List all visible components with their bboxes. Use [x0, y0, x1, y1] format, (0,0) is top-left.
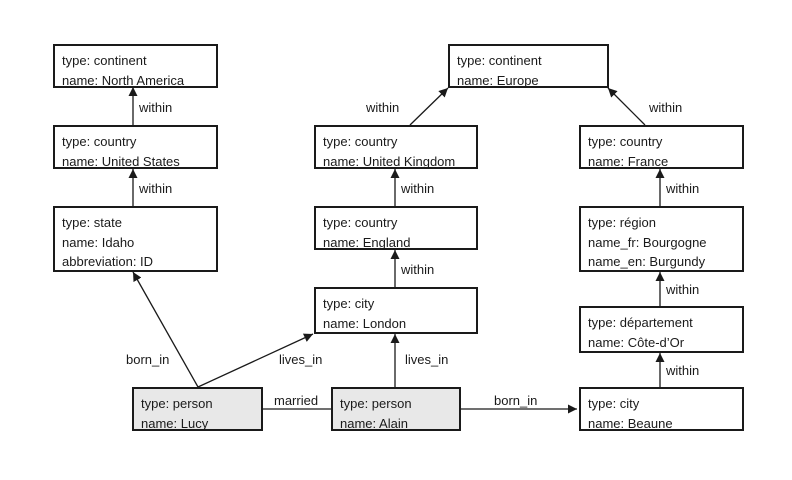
label-bourgogne-within: within	[666, 181, 700, 196]
edge-lucy-lives-in-london	[197, 333, 314, 388]
node-type: type: person	[141, 396, 213, 411]
label-alain-lives-in: lives_in	[405, 352, 449, 367]
node-cote-dor: type: département name: Côte-d’Or	[579, 306, 744, 353]
node-type: type: state	[62, 215, 122, 230]
node-name: name: Côte-d’Or	[588, 334, 685, 350]
node-idaho: type: state name: Idaho abbreviation: ID	[53, 206, 218, 272]
node-type: type: country	[588, 134, 663, 149]
label-idaho-within: within	[139, 181, 173, 196]
node-type: type: country	[323, 215, 398, 230]
node-name-fr: name_fr: Bourgogne	[588, 234, 707, 250]
label-alain-born-in: born_in	[494, 393, 538, 408]
node-name: name: Europe	[457, 72, 539, 88]
node-type: type: département	[588, 315, 693, 330]
label-beaune-within: within	[666, 363, 700, 378]
node-name: name: London	[323, 315, 407, 331]
node-name: name: England	[323, 234, 411, 250]
node-name: name: United States	[62, 153, 180, 169]
label-cotedor-within: within	[666, 282, 700, 297]
label-married: married	[274, 393, 319, 408]
node-type: type: country	[62, 134, 137, 149]
node-name-en: name_en: Burgundy	[588, 254, 706, 269]
node-england: type: country name: England	[314, 206, 478, 250]
node-type: type: city	[323, 296, 375, 311]
node-bourgogne: type: région name_fr: Bourgogne name_en:…	[579, 206, 744, 272]
node-name: name: Idaho	[62, 234, 135, 250]
edge-france-within-europe	[607, 87, 646, 126]
node-alain: type: person name: Alain	[331, 387, 461, 431]
node-france: type: country name: France	[579, 125, 744, 169]
node-lucy: type: person name: Lucy	[132, 387, 263, 431]
node-type: type: city	[588, 396, 640, 411]
node-abbreviation: abbreviation: ID	[62, 254, 154, 269]
node-name: name: Beaune	[588, 415, 673, 431]
node-name: name: North America	[62, 72, 185, 88]
node-london: type: city name: London	[314, 287, 478, 334]
node-type: type: région	[588, 215, 656, 230]
node-name: name: Lucy	[141, 415, 209, 431]
label-lucy-lives-in: lives_in	[279, 352, 323, 367]
label-uk-within: within	[366, 100, 400, 115]
node-type: type: continent	[457, 53, 542, 68]
label-lucy-born-in: born_in	[126, 352, 170, 367]
edge-lucy-born-in-idaho	[132, 271, 199, 388]
node-united-states: type: country name: United States	[53, 125, 218, 169]
node-united-kingdom: type: country name: United Kingdom	[314, 125, 478, 169]
node-type: type: continent	[62, 53, 147, 68]
node-name: name: Alain	[340, 415, 408, 431]
label-france-within: within	[649, 100, 683, 115]
node-north-america: type: continent name: North America	[53, 44, 218, 88]
node-name: name: France	[588, 153, 669, 169]
node-type: type: country	[323, 134, 398, 149]
node-name: name: United Kingdom	[323, 153, 456, 169]
label-london-within: within	[401, 262, 435, 277]
node-beaune: type: city name: Beaune	[579, 387, 744, 431]
node-type: type: person	[340, 396, 412, 411]
edge-uk-within-europe	[409, 87, 449, 126]
label-england-within: within	[401, 181, 435, 196]
node-europe: type: continent name: Europe	[448, 44, 609, 88]
label-us-within: within	[139, 100, 173, 115]
